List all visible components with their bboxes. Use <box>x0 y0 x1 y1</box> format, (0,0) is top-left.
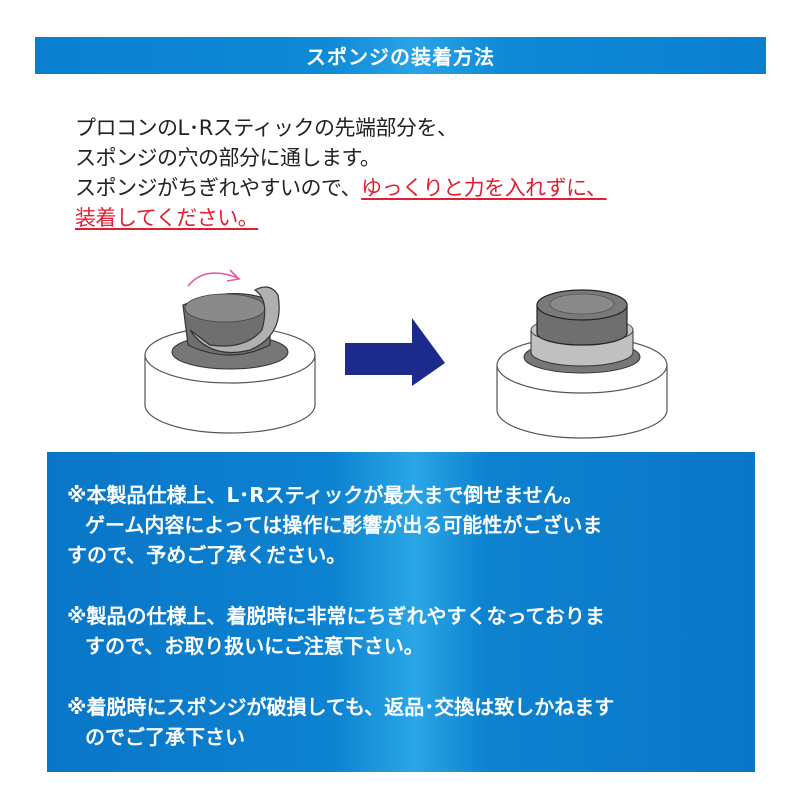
header-banner: スポンジの装着方法 <box>35 37 766 74</box>
instruction-line-2: スポンジの穴の部分に通します。 <box>75 146 381 170</box>
notice-line: すので、お取り扱いにご注意下さい。 <box>85 634 424 658</box>
notice-line: のでご了承下さい <box>85 725 245 749</box>
arrow-right-icon <box>345 318 445 386</box>
notice-no-returns: ※着脱時にスポンジが破損しても、返品･交換は致しかねます のでご了承下さい <box>67 692 755 752</box>
notice-line: ゲーム内容によっては操作に影響が出る可能性がございま <box>85 513 603 537</box>
fitting-illustration <box>144 269 668 439</box>
notice-line: ※着脱時にスポンジが破損しても、返品･交換は致しかねます <box>67 695 615 719</box>
notice-line: すので、予めご了承ください。 <box>67 543 347 567</box>
instruction-line-4: 装着してください。 <box>75 203 607 233</box>
notice-stick-tilt: ※本製品仕様上、L･Rスティックが最大まで倒せません。 ゲーム内容によっては操作… <box>67 480 755 570</box>
notice-box: ※本製品仕様上、L･Rスティックが最大まで倒せません。 ゲーム内容によっては操作… <box>47 452 755 772</box>
instruction-line-3: スポンジがちぎれやすいので、ゆっくりと力を入れずに、 <box>75 173 607 203</box>
instructions-text: プロコンのL･Rスティックの先端部分を、 スポンジの穴の部分に通します。 スポン… <box>75 113 607 233</box>
after-sponge-icon <box>496 289 668 439</box>
caution-highlight: ゆっくりと力を入れずに、 <box>361 176 607 200</box>
page-title: スポンジの装着方法 <box>306 45 495 69</box>
instruction-line-3-text: スポンジがちぎれやすいので、 <box>75 176 362 200</box>
notice-line: ※本製品仕様上、L･Rスティックが最大まで倒せません。 <box>67 483 583 507</box>
notice-line: ※製品の仕様上、着脱時に非常にちぎれやすくなっておりま <box>67 604 605 628</box>
instruction-line-1: プロコンのL･Rスティックの先端部分を、 <box>75 116 458 140</box>
caution-highlight-2: 装着してください。 <box>75 206 259 230</box>
notice-fragile: ※製品の仕様上、着脱時に非常にちぎれやすくなっておりま すので、お取り扱いにご注… <box>67 601 755 661</box>
before-sponge-icon <box>144 269 316 434</box>
